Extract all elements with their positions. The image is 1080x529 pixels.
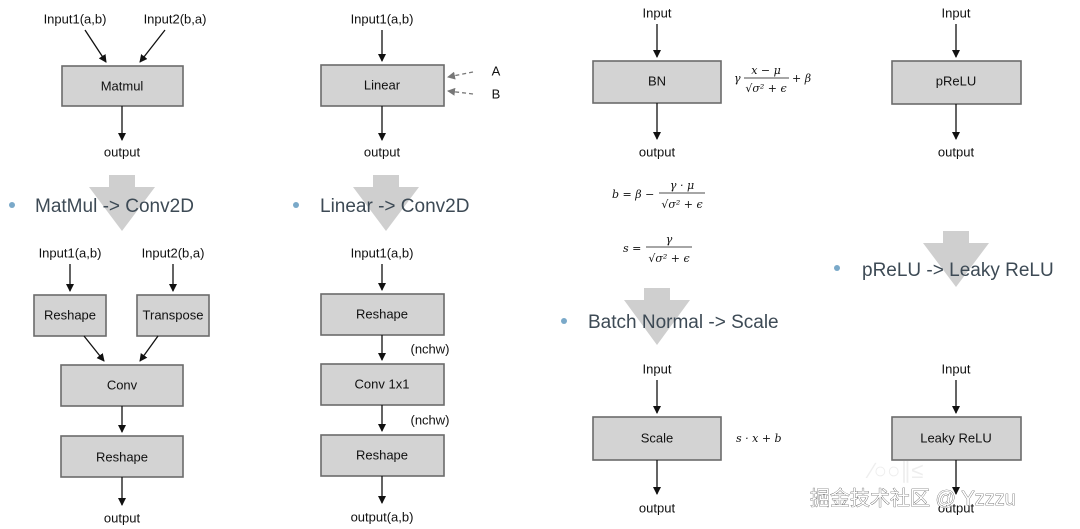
bullet-dot (834, 265, 840, 271)
leaky-relu-output-label: output (938, 500, 975, 515)
weight-a-label: A (492, 63, 501, 78)
prelu-output-label: output (938, 144, 975, 159)
conv-node-label: Conv (107, 377, 138, 392)
leaky-relu-node-label: Leaky ReLU (920, 430, 992, 445)
transpose-node: Transpose (136, 294, 210, 337)
transpose-node-label: Transpose (143, 307, 204, 322)
bn-formula-denominator: √σ² + ϵ (745, 82, 786, 95)
prelu-section: Input pReLU output pReLU -> Leaky ReLU I… (834, 5, 1054, 515)
scale-formula-numerator: γ (666, 233, 673, 246)
bn-formula: γ x − μ √σ² + ϵ + β (734, 64, 811, 95)
bn-formula-tail: + β (792, 72, 811, 85)
conv1x1-node: Conv 1x1 (320, 363, 445, 406)
bullet-dot (9, 202, 15, 208)
scale-input-label: Input (643, 361, 672, 376)
linear-reshape-out-node-label: Reshape (356, 447, 408, 462)
edge-input2-to-matmul (139, 29, 166, 63)
bullet-dot (293, 202, 299, 208)
linear-node-label: Linear (364, 77, 401, 92)
edge-weight-a (447, 71, 474, 80)
leaky-relu-input-label: Input (942, 361, 971, 376)
linear-output-label: output (364, 144, 401, 159)
bias-formula-denominator: √σ² + ϵ (661, 198, 702, 211)
bullet-prelu-to-leaky-relu: pReLU -> Leaky ReLU (862, 260, 1054, 281)
edge-transpose-to-conv (139, 335, 159, 362)
bn-input-label: Input (643, 5, 672, 20)
edge-reshape-to-conv (83, 335, 105, 362)
bn-formula-numerator: x − μ (751, 64, 781, 77)
watermark: ∕○○∥≤ 掘金技术社区 @ Yzzzu (810, 458, 1016, 510)
scale-formula: s · x + b (736, 432, 782, 445)
prelu-input-label: Input (942, 5, 971, 20)
matmul-node-label: Matmul (101, 78, 144, 93)
watermark-shadow: ∕○○∥≤ (865, 458, 923, 483)
bullet-matmul-to-conv2d: MatMul -> Conv2D (35, 196, 194, 217)
transform-arrow-linear (353, 175, 419, 231)
linear-section: Input1(a,b) Linear A B output Linear -> … (293, 11, 501, 524)
linear-input-label: Input1(a,b) (351, 11, 414, 26)
watermark-text: 掘金技术社区 @ Yzzzu (810, 487, 1016, 510)
reshape-node-label: Reshape (44, 307, 96, 322)
reshape-out-node: Reshape (60, 435, 184, 478)
reshape-node: Reshape (33, 294, 107, 337)
prelu-node-label: pReLU (936, 73, 976, 88)
transform-arrow-bn (624, 288, 690, 345)
bias-formula: b = β − γ · μ √σ² + ϵ (612, 179, 705, 211)
scale-formula-denominator: √σ² + ϵ (648, 252, 689, 265)
leaky-relu-node: Leaky ReLU (891, 416, 1022, 461)
reshape-out-node-label: Reshape (96, 449, 148, 464)
scale-node-label: Scale (641, 430, 674, 445)
bullet-bn-to-scale: Batch Normal -> Scale (588, 312, 779, 333)
edge-weight-b (447, 87, 474, 96)
layout-nchw-label-1: (nchw) (410, 341, 449, 356)
bias-formula-lhs: b = β − (612, 188, 654, 201)
bn-node-label: BN (648, 73, 666, 88)
bn-section: Input BN output γ x − μ √σ² + ϵ + β b = … (561, 5, 811, 515)
scale-output-label: output (639, 500, 676, 515)
linear-after-input-label: Input1(a,b) (351, 245, 414, 260)
matmul-input1-label: Input1(a,b) (44, 11, 107, 26)
matmul-after-output-label: output (104, 510, 141, 525)
scale-factor-formula: s = γ √σ² + ϵ (623, 233, 692, 265)
prelu-node: pReLU (891, 60, 1022, 105)
matmul-after-input2-label: Input2(b,a) (142, 245, 205, 260)
scale-formula-lhs: s = (623, 242, 641, 255)
linear-reshape-out-node: Reshape (320, 434, 445, 477)
matmul-node: Matmul (61, 65, 184, 107)
bias-formula-numerator: γ · μ (670, 179, 694, 192)
matmul-after-input1-label: Input1(a,b) (39, 245, 102, 260)
bn-node: BN (592, 60, 722, 104)
matmul-input2-label: Input2(b,a) (144, 11, 207, 26)
transform-arrow-prelu (923, 231, 989, 287)
bullet-linear-to-conv2d: Linear -> Conv2D (320, 196, 469, 217)
edge-input1-to-matmul (84, 29, 107, 63)
matmul-section: Input1(a,b) Input2(b,a) Matmul output Ma… (9, 11, 210, 525)
linear-node: Linear (320, 64, 445, 107)
conv1x1-node-label: Conv 1x1 (355, 376, 410, 391)
conv-node: Conv (60, 364, 184, 407)
linear-reshape-node-label: Reshape (356, 306, 408, 321)
bn-output-label: output (639, 144, 676, 159)
transform-arrow-matmul (89, 175, 155, 231)
linear-after-output-label: output(a,b) (351, 509, 414, 524)
weight-b-label: B (492, 86, 501, 101)
scale-node: Scale (592, 416, 722, 461)
matmul-output-label: output (104, 144, 141, 159)
layout-nchw-label-2: (nchw) (410, 412, 449, 427)
bn-formula-gamma: γ (734, 72, 741, 85)
linear-reshape-node: Reshape (320, 293, 445, 336)
bullet-dot (561, 318, 567, 324)
